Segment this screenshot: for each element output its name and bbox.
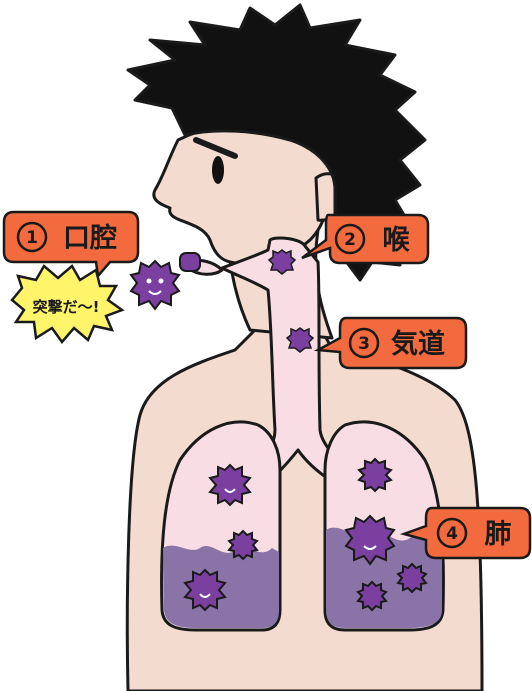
germ-fist — [180, 253, 200, 271]
germ-trachea — [287, 328, 313, 352]
germ-right-lung-3 — [398, 564, 426, 592]
label-oral-text: 口腔 — [63, 223, 117, 254]
label-trachea: 3 気道 — [318, 318, 466, 368]
germ-throat — [269, 250, 295, 274]
speech-bubble-text: 突撃だ〜! — [33, 298, 100, 316]
eye — [212, 156, 224, 184]
label-trachea-text: 気道 — [391, 328, 445, 360]
germ-right-lung-4 — [358, 582, 386, 610]
label-trachea-number: 3 — [358, 334, 370, 354]
label-lung-text: 肺 — [485, 519, 512, 550]
germ-attacker — [131, 261, 179, 309]
label-throat-number: 2 — [344, 230, 356, 250]
label-throat-text: 喉 — [383, 225, 411, 256]
germ-left-lung-2 — [229, 531, 257, 559]
label-oral-number: 1 — [26, 228, 38, 248]
label-lung-number: 4 — [446, 524, 458, 544]
